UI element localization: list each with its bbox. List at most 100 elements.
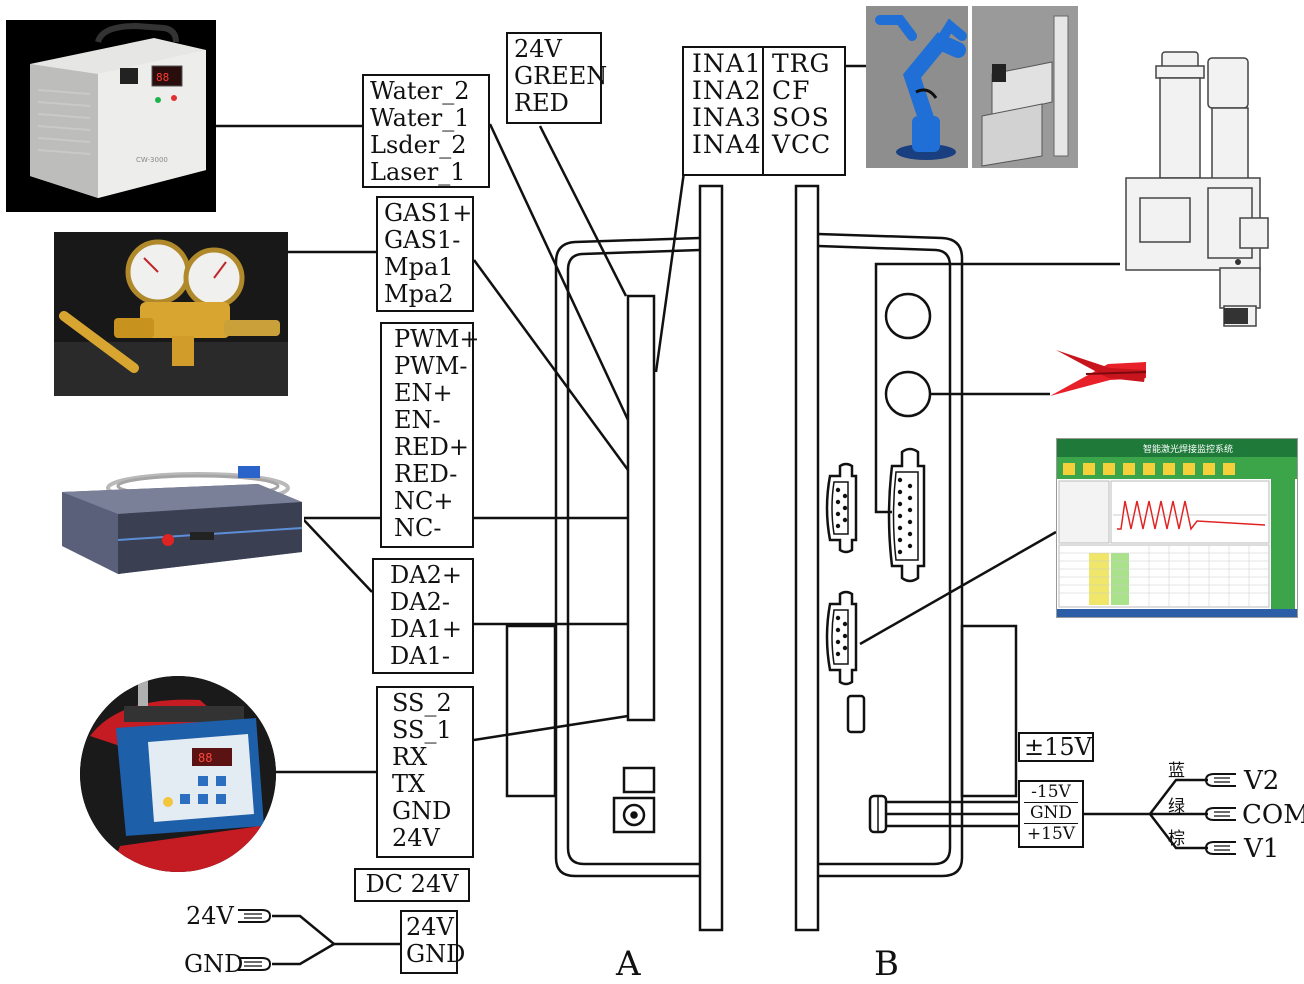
pin-da2-minus: DA2- xyxy=(390,588,450,616)
pin-nc-minus: NC- xyxy=(394,514,442,542)
panel-a-side-tab xyxy=(505,624,557,798)
panel-b-outline xyxy=(817,232,964,878)
pin-ina3: INA3 xyxy=(692,103,762,132)
spade-gnd-icon xyxy=(238,957,272,971)
db15-connector xyxy=(887,447,926,583)
panel-a-power-jack xyxy=(612,796,656,834)
spade-v2-icon xyxy=(1204,773,1236,787)
pin-vcc: VCC xyxy=(772,130,832,159)
wire-sensor-head xyxy=(874,262,1218,316)
pin-sos: SOS xyxy=(772,103,830,132)
output-v2-label: V2 xyxy=(1244,766,1280,796)
pin-ss-1: SS_1 xyxy=(392,716,452,744)
panel-a-bracket xyxy=(698,184,724,932)
pin-green: GREEN xyxy=(514,62,608,90)
pin-da1-plus: DA1+ xyxy=(390,615,462,643)
pin-da2-plus: DA2+ xyxy=(390,561,462,589)
pin-pwm-plus: PWM+ xyxy=(394,325,480,353)
wire-fork-v1 xyxy=(1149,813,1208,850)
dc-pin-24v: 24V xyxy=(406,913,454,941)
wire-gas xyxy=(472,259,630,471)
box-pwm: PWM+ PWM- EN+ EN- RED+ RED- NC+ NC- xyxy=(380,322,480,548)
pin-24v-ss: 24V xyxy=(392,824,440,852)
spade-24v-icon xyxy=(238,909,272,923)
panel-b-bracket xyxy=(794,184,820,932)
panel-a-small-square xyxy=(622,766,656,794)
input-24v-label: 24V xyxy=(186,902,234,930)
pin-gas1-plus: GAS1+ xyxy=(384,199,473,227)
panel-b-inner xyxy=(817,244,952,866)
pin-en-plus: EN+ xyxy=(394,379,453,407)
wire-laser-da xyxy=(301,517,373,593)
box-water-laser: Water_2 Water_1 Lsder_2 Laser_1 xyxy=(362,74,490,188)
wire-pc xyxy=(859,530,1057,646)
dc-pin-gnd: GND xyxy=(406,940,466,968)
panel-a-inner xyxy=(566,248,701,866)
wire-blue-label: 蓝 xyxy=(1168,761,1185,781)
pm15-pin-plus15v: +15V xyxy=(1026,824,1076,844)
gas-regulator-photo xyxy=(54,232,288,396)
wire-fork-v2 xyxy=(1149,778,1208,815)
box-trg: TRG CF SOS VCC xyxy=(762,46,846,176)
pin-rx: RX xyxy=(392,743,428,771)
software-window-title: 智能激光焊接监控系统 xyxy=(1143,443,1233,455)
pin-mpa1: Mpa1 xyxy=(384,253,454,281)
pin-water-1: Water_1 xyxy=(370,104,470,132)
input-gnd-label: GND xyxy=(184,950,244,978)
box-24v-signal: 24V GREEN RED xyxy=(506,32,608,124)
svg-text:88: 88 xyxy=(198,751,212,765)
water-chiller-photo: 88 CW-3000 xyxy=(6,20,216,212)
spade-v1-icon xyxy=(1204,841,1236,855)
pin-trg: TRG xyxy=(772,49,831,78)
pm15-title: ±15V xyxy=(1024,733,1092,761)
pin-24v: 24V xyxy=(514,35,562,63)
spade-com-icon xyxy=(1204,807,1236,821)
fiber-laser-source-photo xyxy=(58,462,304,580)
panel-b-small-slot xyxy=(846,694,866,734)
pin-nc-plus: NC+ xyxy=(394,487,454,515)
pin-gnd: GND xyxy=(392,797,452,825)
output-com-label: COM xyxy=(1242,800,1304,830)
box-ina: INA1 INA2 INA3 INA4 xyxy=(682,46,764,176)
pin-red-plus: RED+ xyxy=(394,433,469,461)
wire-green-label: 绿 xyxy=(1168,797,1185,817)
panel-a-label: A xyxy=(616,944,641,984)
panel-a-power-jack-ring xyxy=(622,803,646,827)
box-pm15-pins: -15V GND +15V xyxy=(1018,780,1084,848)
box-dc-pins: 24V GND xyxy=(400,910,466,974)
box-pm15-title: ±15V xyxy=(1018,732,1094,762)
pin-laser-2: Lsder_2 xyxy=(370,131,467,159)
wire-24v-signal xyxy=(538,125,628,297)
pin-mpa2: Mpa2 xyxy=(384,280,454,308)
panel-a-terminal-strip xyxy=(626,294,656,722)
svg-text:88: 88 xyxy=(156,71,169,84)
box-gas: GAS1+ GAS1- Mpa1 Mpa2 xyxy=(376,196,474,312)
pin-gas1-minus: GAS1- xyxy=(384,226,461,254)
sensor-head-photo xyxy=(1120,48,1280,330)
pm15-pin-gnd: GND xyxy=(1024,803,1078,824)
output-v1-label: V1 xyxy=(1244,834,1280,864)
wire-ina-strip xyxy=(654,171,686,373)
pin-tx: TX xyxy=(392,770,426,798)
pm15-pin-minus15v: -15V xyxy=(1024,782,1078,803)
pin-pwm-minus: PWM- xyxy=(394,352,468,380)
pin-ss-2: SS_2 xyxy=(392,689,452,717)
panel-b-side-tab xyxy=(960,624,1018,798)
wire-ss xyxy=(473,714,629,742)
pin-da1-minus: DA1- xyxy=(390,642,450,670)
wire-water-laser xyxy=(488,123,630,421)
box-dc-24v-title: DC 24V xyxy=(354,868,470,902)
db9-connector-top xyxy=(825,462,858,554)
welder-controller-photo: 88 xyxy=(80,676,276,872)
wire-dc-gnd xyxy=(272,942,335,966)
db9-connector-bottom xyxy=(825,590,858,686)
monitoring-software-screenshot: 智能激光焊接监控系统 xyxy=(1056,438,1298,618)
pin-ina1: INA1 xyxy=(692,49,762,78)
pin-en-minus: EN- xyxy=(394,406,441,434)
alligator-clamp-icon xyxy=(1046,344,1150,400)
wire-db15-port xyxy=(874,316,892,514)
box-ss: SS_2 SS_1 RX TX GND 24V xyxy=(376,686,474,858)
svg-text:CW-3000: CW-3000 xyxy=(136,156,168,164)
